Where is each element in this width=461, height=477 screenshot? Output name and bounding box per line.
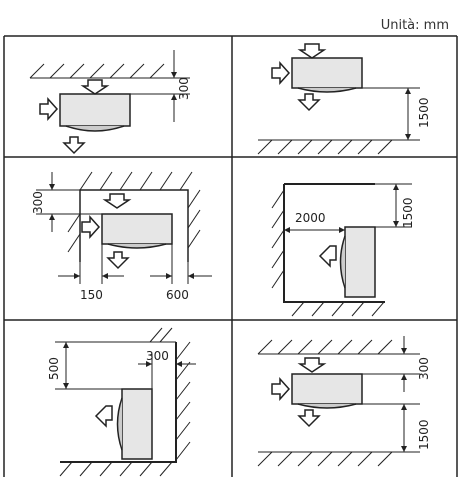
air-in-arrow-left	[271, 377, 291, 401]
air-in-arrow-top	[297, 357, 327, 373]
air-out-arrow-left	[318, 245, 337, 268]
indoor-unit	[291, 57, 363, 93]
panel-floor-front-clearance: 1500 2000	[271, 183, 415, 317]
clearance-label-1500: 1500	[417, 97, 431, 128]
wall-hatch	[59, 327, 191, 477]
indoor-unit-side	[116, 388, 153, 460]
dimension-line	[284, 183, 412, 231]
clearance-label-300: 300	[177, 77, 191, 100]
clearance-label-150: 150	[80, 288, 103, 302]
panel-grid	[3, 35, 458, 477]
panel-corner-side-unit: 500 300	[47, 327, 196, 477]
clearance-label-300: 300	[146, 349, 169, 363]
air-out-arrow	[297, 93, 321, 112]
air-out-arrow-left	[94, 405, 113, 428]
walls	[283, 183, 385, 303]
clearance-label-500: 500	[47, 357, 61, 380]
panel-floor-clearance: 1500	[257, 43, 431, 155]
walls	[79, 189, 189, 262]
air-in-arrow-left	[81, 215, 101, 239]
floor-hatch	[257, 139, 393, 155]
air-in-arrow-top	[102, 193, 132, 209]
walls	[60, 342, 177, 463]
indoor-unit	[59, 93, 131, 132]
unit-label: Unità: mm	[380, 18, 449, 33]
clearance-label-1500: 1500	[417, 419, 431, 450]
floor-hatch	[257, 451, 393, 467]
ceiling-hatch	[257, 339, 393, 355]
air-in-arrow-left	[39, 97, 59, 121]
panel-ceiling-clearance: 300	[29, 50, 191, 155]
air-out-arrow	[62, 136, 86, 155]
air-out-arrow	[297, 409, 321, 428]
dimension-line	[362, 336, 420, 453]
clearance-label-300: 300	[417, 357, 431, 380]
dimension-arrowheads	[405, 88, 411, 140]
air-in-arrow-left	[271, 61, 291, 85]
dimension-line	[362, 87, 420, 141]
dimension-arrowheads	[171, 72, 177, 100]
indoor-unit	[291, 373, 363, 409]
panel-corner-clearance: 300 150 600	[31, 171, 212, 302]
clearance-label-600: 600	[166, 288, 189, 302]
indoor-unit-side	[339, 226, 376, 298]
clearance-label-2000: 2000	[295, 211, 326, 225]
indoor-unit	[101, 213, 173, 249]
dimension-line	[55, 341, 196, 390]
ceiling-hatch	[29, 63, 165, 79]
air-in-arrow-top	[297, 43, 327, 59]
dimension-arrowheads	[284, 184, 399, 233]
air-in-arrow-top	[80, 79, 110, 95]
clearance-label-1500: 1500	[401, 197, 415, 228]
air-out-arrow	[106, 251, 130, 270]
wall-hatch	[271, 189, 385, 317]
clearance-label-300: 300	[31, 191, 45, 214]
panel-ceiling-and-floor-clearance: 300 1500	[257, 336, 431, 467]
wall-hatch	[67, 171, 201, 253]
